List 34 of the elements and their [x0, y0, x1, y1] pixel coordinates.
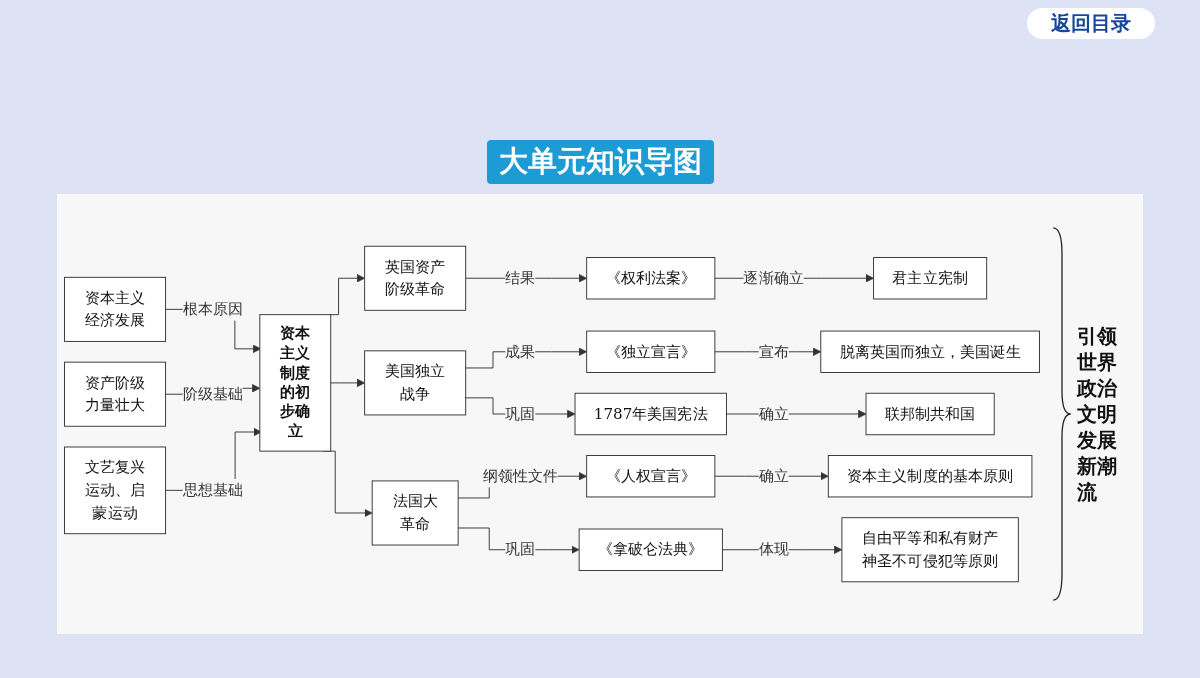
edge-label: 宣布 [758, 342, 789, 361]
edge-label: 体现 [758, 540, 789, 559]
node-box [371, 480, 459, 546]
node-box [574, 392, 727, 436]
node-box [873, 257, 988, 300]
node-box [820, 330, 1040, 373]
back-to-contents-button: 返回目录 [1027, 8, 1155, 39]
edge-label: 思想基础 [182, 480, 243, 499]
node-box [259, 314, 332, 452]
node-box [64, 276, 167, 342]
node-box [827, 455, 1033, 498]
edge-label: 巩固 [505, 540, 536, 559]
node-box [578, 528, 723, 571]
edge-label: 纲领性文件 [482, 466, 559, 485]
node-box [586, 455, 716, 498]
node-box [586, 330, 716, 373]
node-box [841, 517, 1019, 583]
node-box [64, 361, 167, 427]
edge-label: 成果 [505, 342, 536, 361]
node-box [586, 257, 716, 300]
node-box [64, 446, 167, 535]
edge-label: 确立 [758, 466, 789, 485]
title-banner: 大单元知识导图 [486, 140, 714, 184]
edge-label: 逐渐确立 [743, 268, 804, 287]
edge-label: 结果 [505, 268, 536, 287]
node-box [364, 350, 467, 416]
edge-label: 巩固 [505, 404, 536, 423]
node-box [865, 392, 995, 436]
node-box [364, 245, 467, 311]
edge-label: 确立 [758, 404, 789, 423]
edge-label: 根本原因 [182, 299, 243, 318]
brace-label: 引领世界政治文明发展新潮流 [1077, 323, 1118, 505]
diagram-panel: 根本原因 阶级基础 思想基础 结果 成果 巩固 纲领性文件 巩固 逐渐确立 宣布 确立 确立 体现 资本主义经济发展 资产阶级力量壮大 文艺复兴运动、启蒙运动 资本主义制度的初步确立 英国资产阶级革命 美国独立战争 法国大革命 《权利法案》 《独立宣言》 1787年美国宪法 《人权宣言》 《拿破仑法典》 君主立宪制 脱离英国而独立，美国诞生 联邦制共和国 资本主义制度的基本原则 自由平等和私有财产神圣不可侵犯等原则 引领世界政治文明发展新潮流 [57, 194, 1143, 634]
edge-label: 阶级基础 [182, 384, 243, 403]
